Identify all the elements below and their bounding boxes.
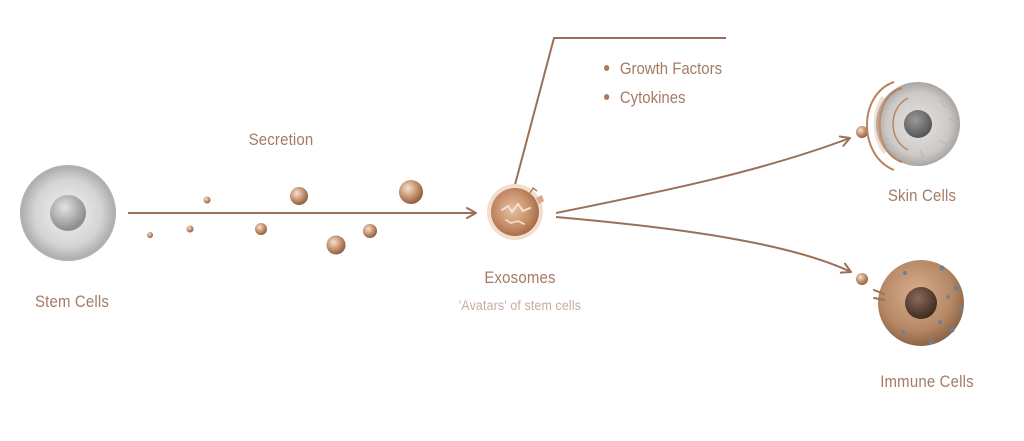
vesicle [255,223,267,235]
vesicle [856,126,868,138]
list-item-label: Growth Factors [619,59,723,78]
vesicle [186,225,194,233]
skin-arrow [555,135,851,214]
bullet-icon [604,64,610,71]
bullet-icon [604,93,610,100]
immune-cell-icon [873,260,964,346]
exosomes-label: Exosomes [484,268,556,287]
exosome-contents-list: Growth Factors Cytokines [604,54,738,112]
vesicle [363,224,377,238]
exosome-icon [487,184,544,240]
list-item-label: Cytokines [619,88,686,107]
secreted-vesicles [147,180,423,255]
vesicle [326,235,346,255]
vesicle [203,196,211,204]
vesicle [290,187,308,205]
secretion-label: Secretion [248,130,314,149]
skin-cells-label: Skin Cells [887,186,957,205]
vesicle [856,273,868,285]
immune-arrow [555,216,852,274]
list-item: Growth Factors [604,54,722,83]
skin-cell-icon [866,81,960,171]
stem-cell-icon [20,165,116,261]
vesicle [147,232,153,238]
exosomes-subtitle: 'Avatars' of stem cells [458,297,582,313]
list-item: Cytokines [604,83,722,112]
vesicle [399,180,423,204]
stem-cells-label: Stem Cells [34,292,110,311]
callout-line [511,37,726,197]
immune-cells-label: Immune Cells [880,372,974,391]
